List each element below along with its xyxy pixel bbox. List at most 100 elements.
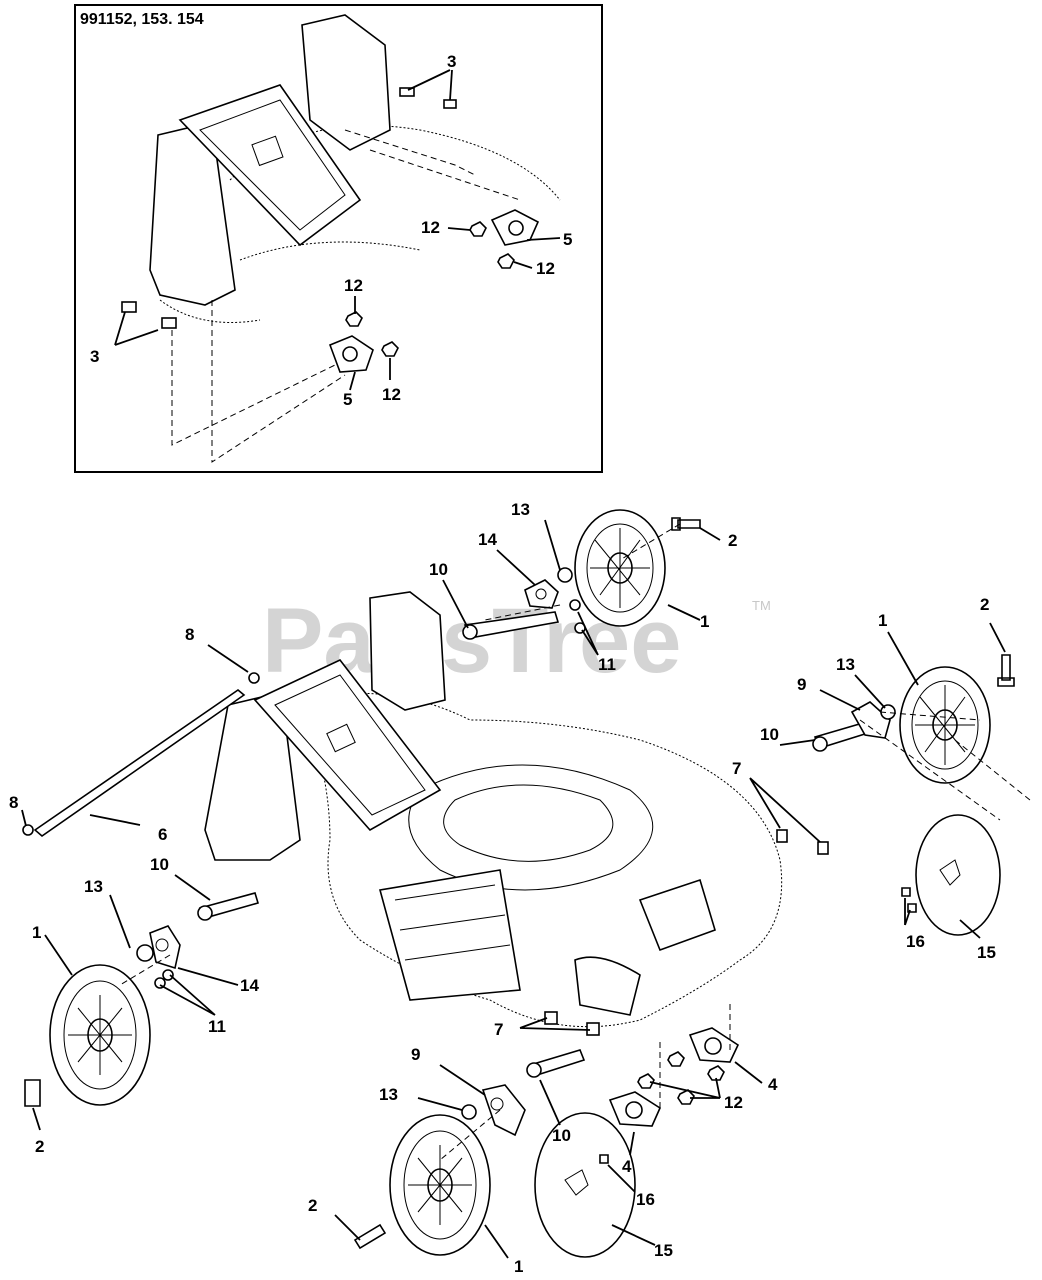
callout-inset-3-top: 3 xyxy=(447,52,456,71)
inset-bearing-bottom xyxy=(328,335,374,373)
nut-12-b xyxy=(637,1073,655,1089)
deck-side-vent xyxy=(638,878,716,952)
bag-frame xyxy=(253,659,442,832)
screw-7-bottom-b xyxy=(586,1022,600,1036)
callout-main-6: 6 xyxy=(158,825,167,844)
callout-main-1-top: 1 xyxy=(700,612,709,631)
nut-12-a xyxy=(667,1051,685,1067)
inset-handle-bracket-right xyxy=(301,14,391,151)
main-assembly: 2 2 2 2 1 1 1 1 13 13 13 13 14 14 10 10 … xyxy=(9,500,1031,1276)
callout-main-8-top: 8 xyxy=(185,625,194,644)
callout-main-4-a: 4 xyxy=(768,1075,778,1094)
inset-deck-outline xyxy=(159,125,561,323)
inset-title: 991152, 153. 154 xyxy=(80,11,204,28)
callout-inset-5-right: 5 xyxy=(563,230,572,249)
callout-inset-12-b: 12 xyxy=(536,259,555,278)
nut-12-d xyxy=(707,1065,725,1081)
wheel-bottom xyxy=(389,1114,491,1256)
main-leader-lines xyxy=(119,523,1031,1161)
callout-main-10-bottom: 10 xyxy=(552,1126,571,1145)
hubcap-15-right xyxy=(915,814,1001,936)
callout-main-8-left: 8 xyxy=(9,793,18,812)
callout-main-7-right: 7 xyxy=(732,759,741,778)
inset-nut-c xyxy=(345,311,363,327)
handle-bracket-right xyxy=(369,591,446,711)
callout-main-9-right: 9 xyxy=(797,675,806,694)
ring-13-bottom xyxy=(461,1104,477,1120)
callout-main-14-left: 14 xyxy=(240,976,259,995)
axle-rod xyxy=(33,688,246,838)
callout-main-16-right: 16 xyxy=(906,932,925,951)
callout-main-2-bottom: 2 xyxy=(308,1196,317,1215)
plate-9-bottom xyxy=(481,1084,526,1137)
callout-main-1-bottom: 1 xyxy=(514,1257,523,1276)
inset-nut-a xyxy=(469,221,487,237)
callout-main-7-bottom: 7 xyxy=(494,1020,503,1039)
callout-main-2-left: 2 xyxy=(35,1137,44,1156)
washer-8-top xyxy=(248,672,260,684)
bolt-2-left xyxy=(24,1079,41,1107)
wheel-left xyxy=(49,964,151,1106)
inset-screw-top-a xyxy=(399,87,415,97)
washer-11-top-a xyxy=(569,599,581,611)
bolt-2-bottom xyxy=(353,1223,387,1250)
callout-main-1-right: 1 xyxy=(878,611,887,630)
washer-11-left-b xyxy=(162,969,174,981)
ring-13-left xyxy=(136,944,154,962)
bolt-2-right xyxy=(997,654,1015,687)
screw-7-right-b xyxy=(817,841,829,855)
callout-main-9-bottom: 9 xyxy=(411,1045,420,1064)
callout-main-10-left: 10 xyxy=(150,855,169,874)
inset-panel: 991152, 153. 154 xyxy=(74,4,603,473)
screw-16-bottom xyxy=(599,1154,609,1164)
deck-blade-well xyxy=(408,764,654,891)
plate-14-left xyxy=(149,925,181,970)
inset-screw-left-a xyxy=(121,301,137,313)
inset-border xyxy=(74,4,603,473)
wheel-right xyxy=(899,666,991,784)
washer-8-left xyxy=(22,824,34,836)
callout-inset-12-c: 12 xyxy=(344,276,363,295)
callout-inset-12-a: 12 xyxy=(421,218,440,237)
plate-14-top xyxy=(524,579,559,609)
height-adjust-quadrant xyxy=(574,956,641,1016)
ring-13-top xyxy=(557,567,573,583)
inset-nut-d xyxy=(381,341,399,357)
callout-main-16-bottom: 16 xyxy=(636,1190,655,1209)
deck-front-panel xyxy=(378,869,521,1001)
inset-screw-left-b xyxy=(161,317,177,329)
callout-main-13-top: 13 xyxy=(511,500,530,519)
callout-main-13-bottom: 13 xyxy=(379,1085,398,1104)
callout-main-10-top: 10 xyxy=(429,560,448,579)
callout-main-10-right: 10 xyxy=(760,725,779,744)
screw-16-right-a xyxy=(901,887,911,897)
wheel-top xyxy=(574,509,666,627)
hubcap-15-bottom xyxy=(534,1112,636,1258)
callout-main-4-b: 4 xyxy=(622,1157,632,1176)
callout-main-14-top: 14 xyxy=(478,530,497,549)
screw-7-right-a xyxy=(776,829,788,843)
inset-screw-top-b xyxy=(443,99,457,109)
callout-main-13-left: 13 xyxy=(84,877,103,896)
inset-bag-frame xyxy=(178,84,362,247)
inset-nut-b xyxy=(497,253,515,269)
plate-9-right xyxy=(850,701,891,739)
callout-main-2-top: 2 xyxy=(728,531,737,550)
callout-main-11-top: 11 xyxy=(598,655,616,674)
deck-outline xyxy=(299,692,783,1028)
callout-inset-12-d: 12 xyxy=(382,385,401,404)
callout-inset-3-left: 3 xyxy=(90,347,99,366)
bearing-4-a xyxy=(688,1027,740,1063)
callout-main-15-right: 15 xyxy=(977,943,996,962)
callout-main-2-right: 2 xyxy=(980,595,989,614)
watermark-tm: TM xyxy=(752,598,771,613)
inset-bearing-right xyxy=(490,209,540,246)
bearing-4-b xyxy=(608,1091,662,1127)
callout-main-12: 12 xyxy=(724,1093,743,1112)
callout-main-11-left: 11 xyxy=(208,1017,226,1036)
callout-main-15-bottom: 15 xyxy=(654,1241,673,1260)
callout-main-13-right: 13 xyxy=(836,655,855,674)
bolt-2-top xyxy=(671,517,701,531)
callout-inset-5-bottom: 5 xyxy=(343,390,352,409)
